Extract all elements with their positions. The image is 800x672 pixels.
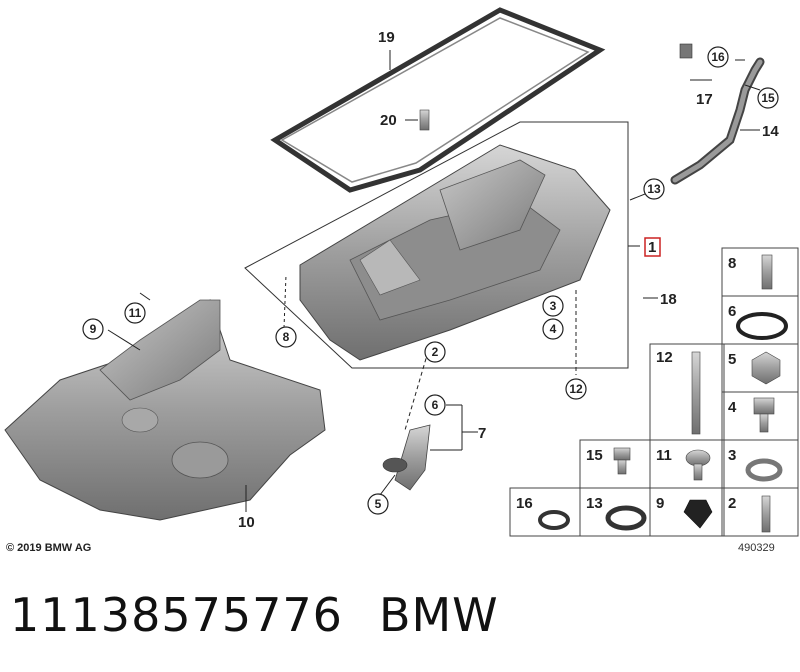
callout-16: 16 xyxy=(707,46,729,68)
svg-text:9: 9 xyxy=(90,322,97,336)
oil-pan-part xyxy=(299,144,611,361)
svg-text:16: 16 xyxy=(711,50,725,64)
svg-text:20: 20 xyxy=(380,112,397,129)
callout-6: 6 xyxy=(424,394,446,416)
oil-pan-frame xyxy=(244,121,629,369)
svg-text:5: 5 xyxy=(728,351,736,368)
callout-13: 13 xyxy=(643,178,665,200)
svg-text:6: 6 xyxy=(432,398,439,412)
drawing-number: 490329 xyxy=(738,542,775,554)
svg-text:16: 16 xyxy=(516,495,533,512)
grid-item-16: 16 xyxy=(516,495,570,530)
callout-17: 17 xyxy=(696,91,713,108)
oil-sensor-part xyxy=(382,424,431,491)
svg-text:9: 9 xyxy=(656,495,664,512)
grid-item-6: 6 xyxy=(728,303,788,340)
parts-grid xyxy=(509,247,799,537)
grid-item-8: 8 xyxy=(728,254,773,290)
svg-text:12: 12 xyxy=(569,382,583,396)
svg-text:2: 2 xyxy=(432,345,439,359)
part-caption: 11138575776 BMW xyxy=(10,588,499,642)
svg-text:8: 8 xyxy=(728,255,736,272)
gasket-part xyxy=(270,7,606,193)
grid-item-9: 9 xyxy=(656,495,713,529)
grid-item-12: 12 xyxy=(656,349,701,435)
part-number: 11138575776 xyxy=(10,588,343,642)
svg-text:13: 13 xyxy=(647,182,661,196)
svg-text:19: 19 xyxy=(378,29,395,46)
svg-text:11: 11 xyxy=(656,447,672,464)
svg-text:10: 10 xyxy=(238,514,255,531)
svg-text:15: 15 xyxy=(586,447,603,464)
dowel-pin-part xyxy=(419,109,430,131)
grid-item-4: 4 xyxy=(728,397,775,433)
dipstick-tube-part xyxy=(670,43,765,185)
svg-text:2: 2 xyxy=(728,495,736,512)
svg-text:17: 17 xyxy=(696,91,713,108)
callout-2: 2 xyxy=(424,341,446,363)
svg-text:6: 6 xyxy=(728,303,736,320)
callout-14: 14 xyxy=(762,123,779,140)
brand-name: BMW xyxy=(378,588,499,642)
callout-8: 8 xyxy=(275,326,297,348)
svg-text:7: 7 xyxy=(478,425,486,442)
svg-text:4: 4 xyxy=(550,322,557,336)
grid-item-5: 5 xyxy=(728,351,781,385)
svg-text:8: 8 xyxy=(283,330,290,344)
svg-text:3: 3 xyxy=(550,299,557,313)
grid-item-2: 2 xyxy=(728,495,771,533)
callout-7: 7 xyxy=(478,425,486,442)
callout-1: 1 xyxy=(644,237,661,257)
svg-text:4: 4 xyxy=(728,399,737,416)
callout-10: 10 xyxy=(238,514,255,531)
copyright-text: © 2019 BMW AG xyxy=(6,542,92,554)
svg-text:14: 14 xyxy=(762,123,779,140)
callout-11: 11 xyxy=(124,302,146,324)
svg-text:18: 18 xyxy=(660,291,677,308)
callout-12: 12 xyxy=(565,378,587,400)
callout-15: 15 xyxy=(757,87,779,109)
grid-item-15: 15 xyxy=(586,447,631,475)
svg-text:3: 3 xyxy=(728,447,736,464)
callout-19: 19 xyxy=(378,29,395,46)
lower-cover-part xyxy=(4,299,326,521)
callout-4: 4 xyxy=(542,318,564,340)
callout-20: 20 xyxy=(380,112,397,129)
svg-text:15: 15 xyxy=(761,91,775,105)
callout-5: 5 xyxy=(367,493,389,515)
callout-3: 3 xyxy=(542,295,564,317)
grid-item-13: 13 xyxy=(586,495,647,531)
svg-text:13: 13 xyxy=(586,495,603,512)
svg-text:5: 5 xyxy=(375,497,382,511)
callout-9: 9 xyxy=(82,318,104,340)
svg-text:11: 11 xyxy=(129,306,142,320)
callout-18: 18 xyxy=(660,291,677,308)
grid-item-3: 3 xyxy=(728,447,783,482)
svg-text:12: 12 xyxy=(656,349,673,366)
grid-item-11: 11 xyxy=(656,447,711,481)
svg-text:1: 1 xyxy=(648,239,656,256)
